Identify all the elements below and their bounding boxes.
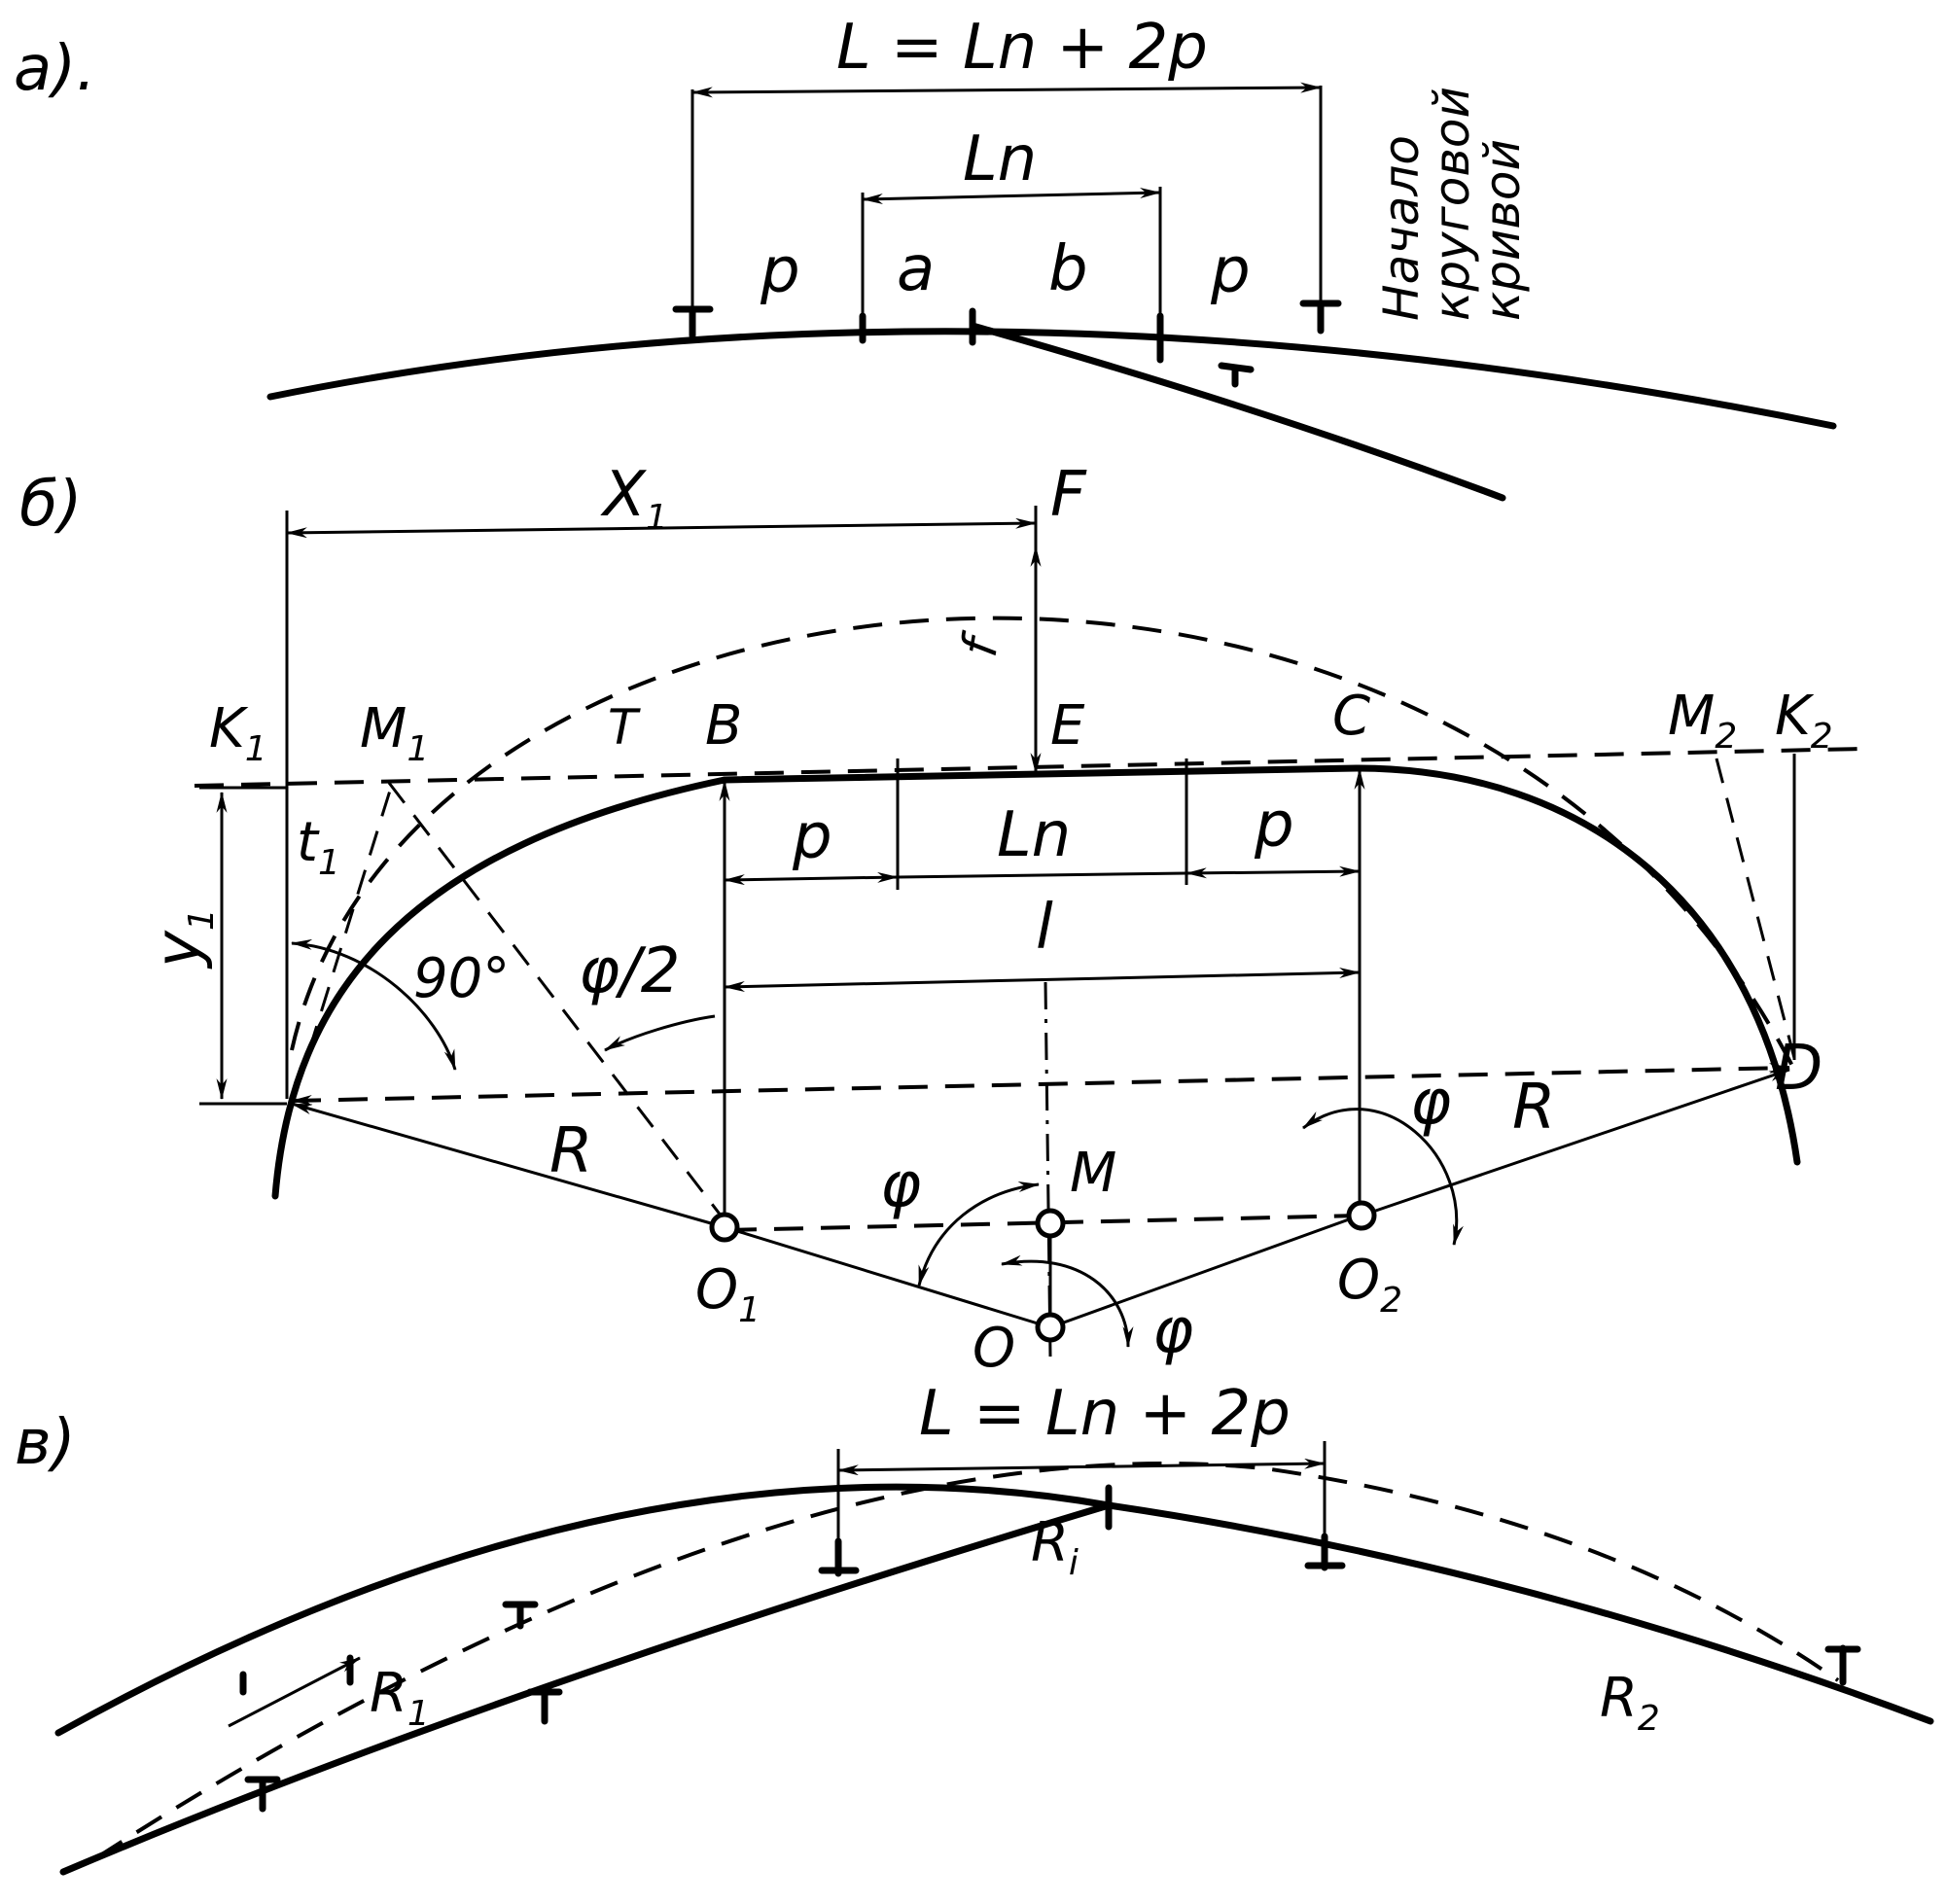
label-M: M (1070, 1142, 1116, 1205)
angle-phi-half-arc (604, 1014, 716, 1052)
panel-c-formula: L = Ln + 2p (919, 1378, 1291, 1450)
label-ln: Ln (997, 799, 1071, 871)
label-phi-bottom: φ (1152, 1295, 1193, 1367)
label-p-right: p (1254, 790, 1294, 862)
dim-p-left (723, 871, 900, 886)
line-O-O2 (1049, 1214, 1361, 1329)
arc-left (271, 776, 728, 1200)
label-T: T (608, 699, 641, 756)
label-R-left: R (549, 1115, 592, 1187)
node-O (1035, 1312, 1066, 1343)
label-K1: K1 (209, 697, 267, 769)
node-O2 (1346, 1200, 1377, 1231)
dim-L (690, 82, 1323, 98)
label-O: O (973, 1317, 1015, 1380)
panel-c-lower-curve (59, 1501, 1113, 1876)
panel-c: в) L = Ln + 2p Ri R1 R2 (15, 1378, 1934, 1876)
node-O1 (709, 1212, 740, 1243)
panel-a-p-right: p (1210, 235, 1251, 307)
panel-a-formula: L = Ln + 2p (836, 12, 1208, 84)
label-O1: O1 (695, 1258, 761, 1330)
label-R1: R1 (370, 1662, 430, 1734)
label-x1: X1 (600, 459, 668, 538)
label-phi-right: φ (1410, 1067, 1451, 1139)
angle-phi-right-arc (1302, 1108, 1464, 1247)
tangent-M2 (1715, 758, 1796, 1059)
dim-p-right (1185, 865, 1362, 879)
panel-a-a: a (897, 233, 935, 305)
label-Ri: Ri (1031, 1511, 1079, 1583)
dashed-arc-F (290, 616, 1796, 1071)
panel-a-b: b (1048, 233, 1088, 305)
label-K2: K2 (1775, 685, 1833, 757)
tick-branch-cap (1218, 362, 1255, 373)
chord-to-D (290, 1062, 1791, 1107)
angle-90-arc (290, 938, 457, 1072)
label-R-right: R (1512, 1072, 1555, 1144)
tangent-M1 (307, 777, 396, 1051)
label-R2: R2 (1600, 1667, 1660, 1739)
panel-a-note: Начало круговой кривой (1373, 87, 1531, 321)
panel-c-dashed-curve (95, 1462, 1840, 1859)
label-t1: t1 (297, 811, 340, 883)
label-l: l (1036, 892, 1053, 964)
label-B: B (705, 694, 742, 758)
panel-b-label: б) (19, 469, 82, 541)
angle-phi-left-arc (917, 1181, 1041, 1287)
label-phi-half: φ/2 (579, 935, 681, 1007)
panel-a-ln: Ln (963, 123, 1037, 195)
panel-a-label: а). (14, 33, 96, 105)
line-O1-O (724, 1225, 1051, 1329)
radius-left (290, 1102, 725, 1229)
label-p-left: p (792, 801, 832, 873)
note-line-3: кривой (1474, 139, 1531, 321)
panel-a: а). L = Ln + 2p Ln p a b p Начало кругов… (14, 12, 1837, 502)
dim-ln (897, 871, 1187, 879)
label-E: E (1050, 694, 1085, 758)
panel-a-main-curve (266, 328, 1837, 430)
panel-c-label: в) (15, 1407, 76, 1479)
note-line-1: Начало (1373, 135, 1430, 321)
label-90: 90° (413, 947, 510, 1010)
dim-ln (861, 187, 1162, 205)
dim-c-L (836, 1458, 1327, 1476)
label-phi-left: φ (880, 1149, 921, 1221)
dim-l (723, 967, 1362, 993)
label-C: C (1332, 685, 1370, 748)
line-O1-O2 (726, 1214, 1361, 1232)
label-O2: O2 (1337, 1249, 1402, 1321)
panel-a-branch-curve (969, 322, 1506, 502)
panel-c-upper-curve (54, 1483, 1934, 1737)
dim-x1 (285, 517, 1038, 539)
note-line-2: круговой (1424, 87, 1480, 321)
arrow-R1 (228, 1656, 361, 1728)
line-M1-O1 (387, 782, 726, 1221)
label-y1: y1 (143, 908, 222, 970)
node-M (1035, 1208, 1066, 1239)
panel-b: б) (19, 459, 1863, 1380)
label-f: f (951, 628, 1010, 661)
angle-phi-bottom-arc (1000, 1254, 1134, 1349)
label-M1: M1 (360, 697, 429, 769)
tangent-line (194, 747, 1863, 788)
label-M2: M2 (1668, 685, 1737, 757)
label-D: D (1775, 1033, 1822, 1105)
panel-a-p-left: p (760, 235, 800, 307)
label-F: F (1050, 459, 1087, 531)
